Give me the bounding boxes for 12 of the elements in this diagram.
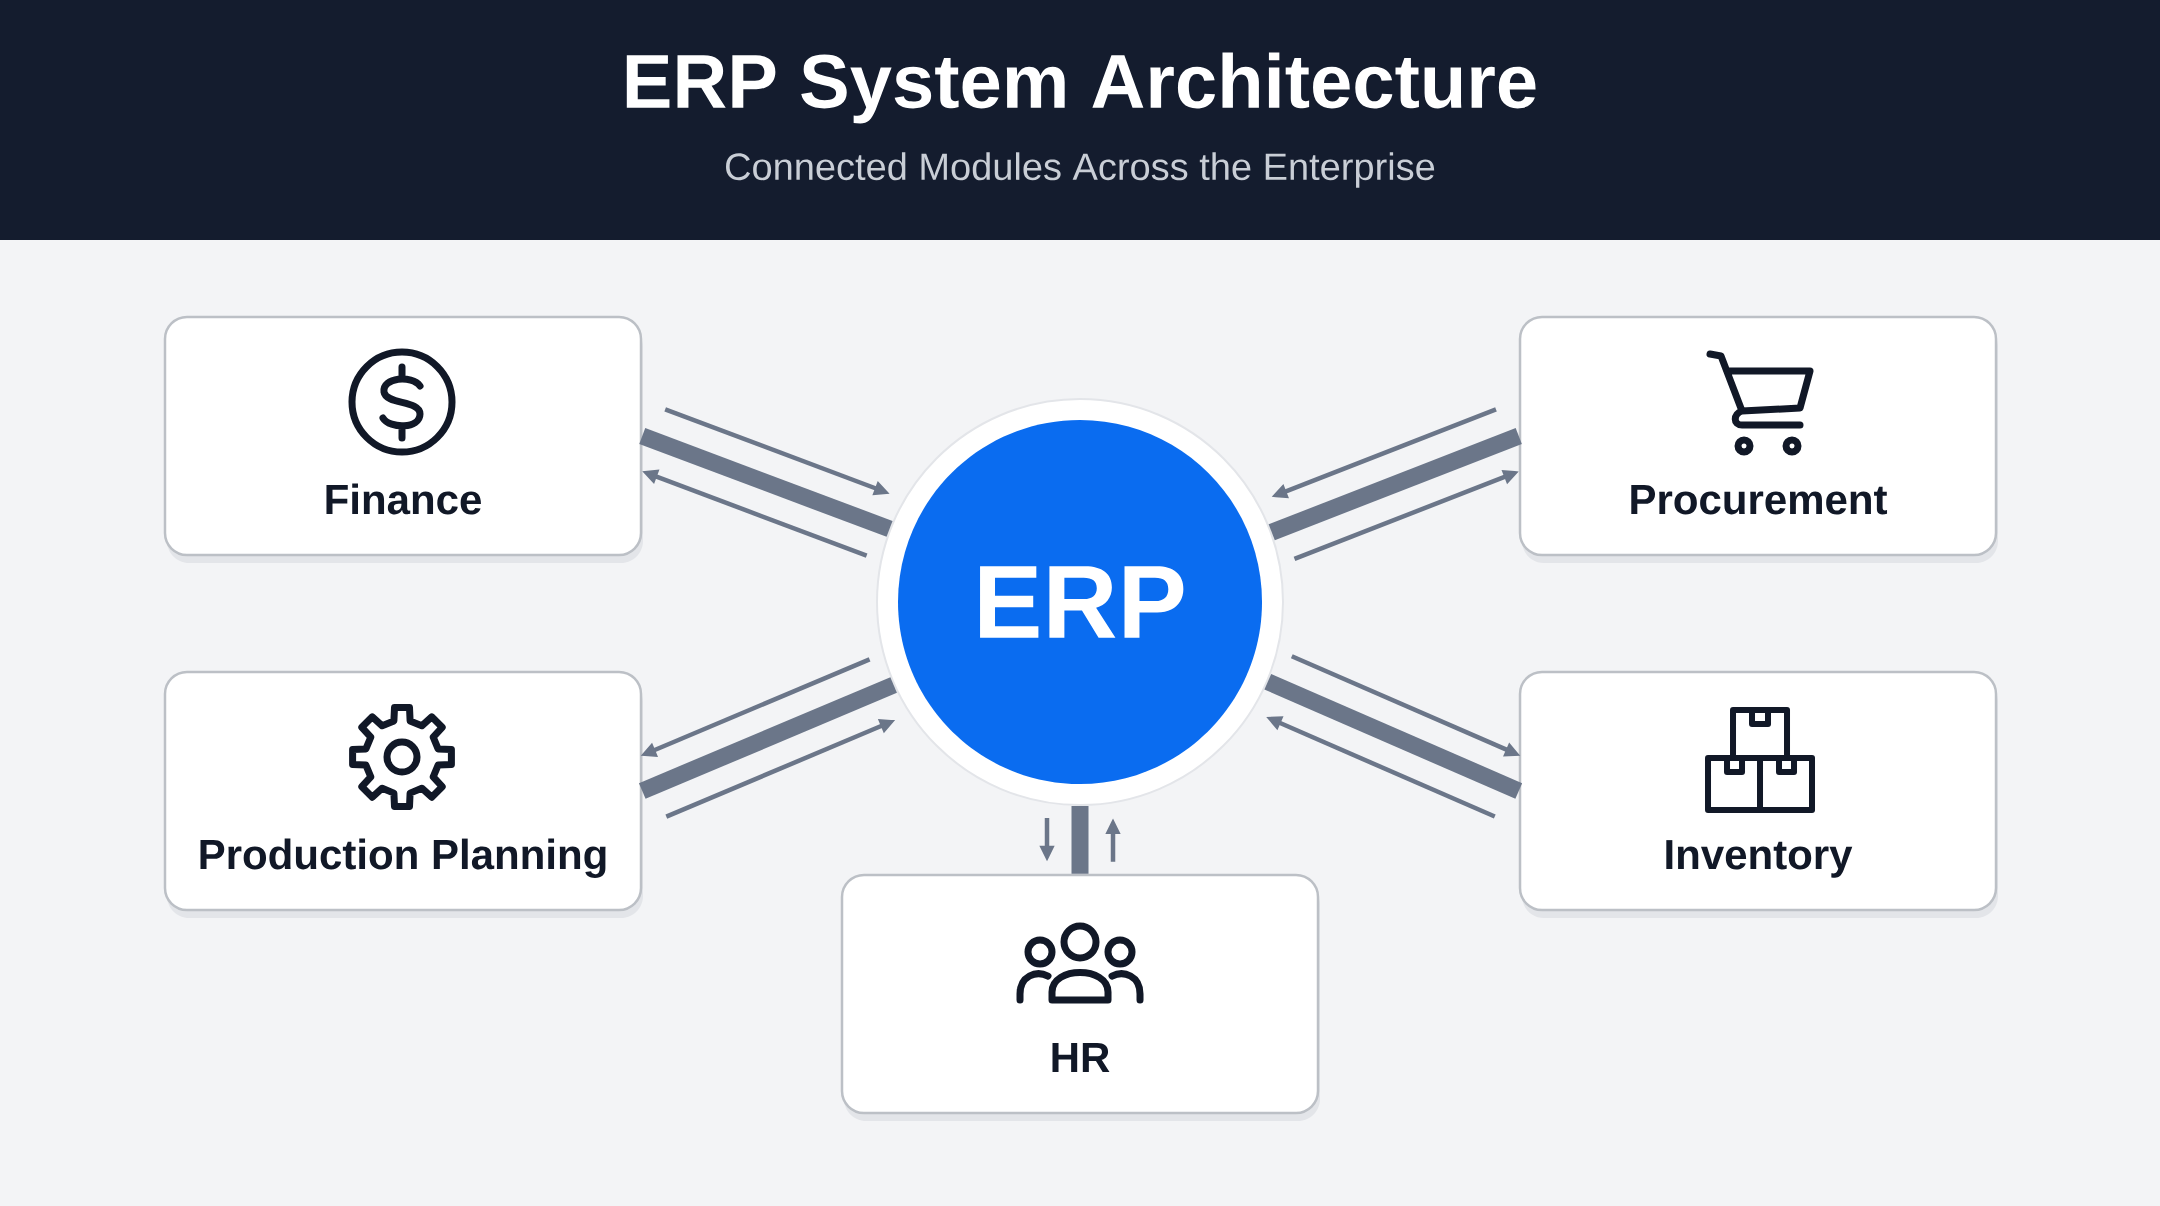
module-card: HR (840, 873, 1320, 1121)
connector-bar (639, 428, 893, 537)
subtitle: Connected Modules Across the Enterprise (726, 152, 1435, 188)
module-card: Inventory (1518, 670, 1998, 918)
module-card: Procurement (1518, 315, 1998, 563)
connector-bar (638, 677, 897, 799)
connector-bar (1264, 673, 1523, 799)
connector-bar (1268, 428, 1522, 541)
module-card: Finance (163, 315, 643, 563)
connector-bar (1071, 806, 1089, 874)
module-card: Production Planning (163, 670, 643, 918)
title: ERP System Architecture (626, 52, 1536, 124)
